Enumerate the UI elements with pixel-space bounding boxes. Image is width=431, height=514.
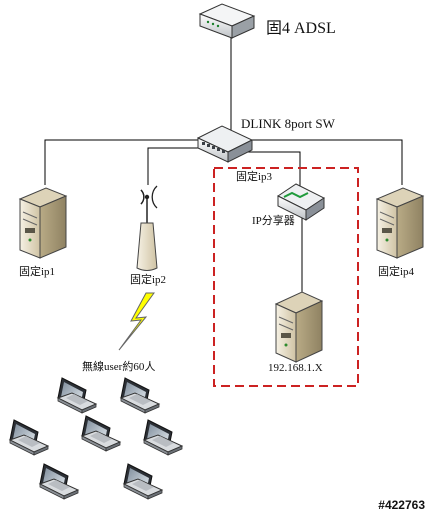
wireless-users-label: 無線user約60人 [82,359,155,373]
laptop-icon [56,377,98,414]
server-ip4-icon [375,187,425,259]
server-ip4-label: 固定ip4 [378,264,415,278]
switch-label: DLINK 8port SW [241,116,336,131]
connection-lines [44,38,403,292]
laptop-group [8,377,184,500]
switch-to-ip3-line [240,151,301,186]
ip-sharer-icon [277,183,325,221]
lan-server-label: 192.168.1.X [268,362,323,374]
laptop-icon [38,463,80,500]
server-ip1-icon [18,187,68,259]
private-network-region [213,167,359,387]
wireless-bolt-icon [118,292,155,351]
laptop-icon [8,419,50,456]
ip-sharer-label: IP分享器 [252,213,295,227]
switch-to-ip2-line [147,147,212,185]
switch-to-ip4-line [248,139,403,185]
laptop-icon [122,463,164,500]
ip3-label: 固定ip3 [236,169,273,183]
antenna-icon [136,185,158,271]
adsl-label: 固4 ADSL [266,20,336,37]
adsl-modem-icon [198,3,256,39]
server-ip1-label: 固定ip1 [19,264,55,278]
laptop-icon [80,415,122,452]
switch-icon [196,125,254,163]
image-id-label: #422763 [378,498,425,512]
laptop-icon [119,377,161,414]
laptop-icon [142,419,184,456]
lan-server-icon [274,291,324,363]
antenna-label: 固定ip2 [130,272,166,286]
switch-to-ip1-line [44,139,200,185]
